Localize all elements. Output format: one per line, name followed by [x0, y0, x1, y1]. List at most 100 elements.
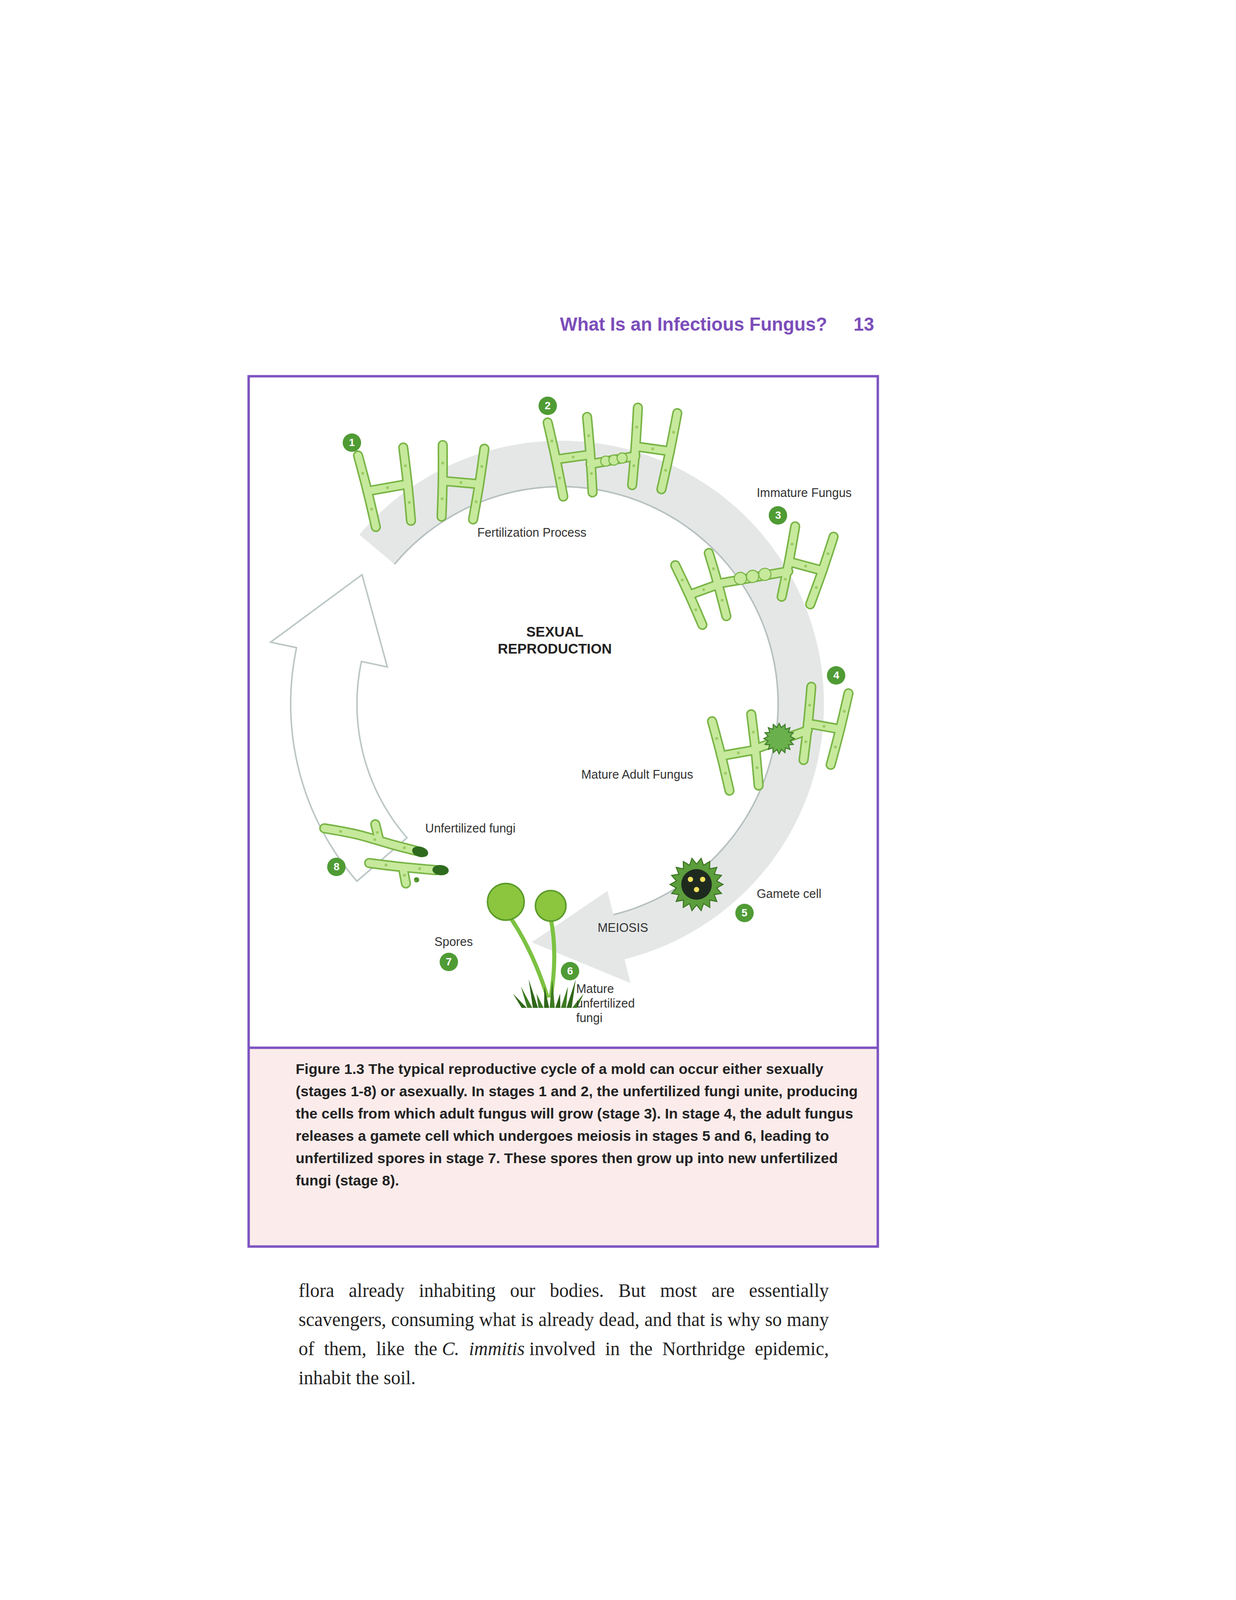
sporangium	[487, 883, 525, 920]
cycle-arrow-edge	[394, 486, 778, 915]
hypha-dot	[715, 736, 719, 740]
species-name: C. immitis	[442, 1337, 525, 1359]
hypha-dot	[751, 730, 755, 734]
hypha-stage-3	[675, 526, 834, 625]
hypha-outline	[324, 827, 416, 851]
hypha-fill	[375, 824, 380, 841]
hypha-dot	[402, 845, 406, 849]
hypha-fill	[635, 446, 670, 452]
hypha-outline	[402, 866, 406, 884]
cycle-arrow	[359, 440, 824, 983]
hypha-dot	[783, 577, 787, 581]
hypha-fill	[402, 866, 406, 884]
hypha-dot	[558, 476, 562, 480]
nucleus-dot	[687, 876, 694, 882]
hypha-dot	[440, 497, 444, 501]
hypha-outline	[635, 446, 670, 452]
fusion-bead	[758, 568, 771, 581]
hypha-fill	[721, 749, 756, 756]
hypha-outline	[789, 561, 823, 571]
hypha-fill	[789, 561, 823, 571]
callout-number: 8	[327, 857, 346, 876]
hypha-dot	[589, 472, 593, 476]
hypha-stage-8	[324, 824, 437, 884]
spore	[414, 876, 420, 883]
hypha-dot	[808, 703, 811, 707]
nucleus-dot	[699, 876, 706, 882]
hypha-dot	[376, 830, 380, 834]
hypha-dot	[441, 461, 444, 465]
hypha-dot	[386, 486, 390, 490]
hypha-dot	[418, 867, 422, 871]
grass-blade	[549, 979, 555, 1008]
hypha-dot	[571, 455, 575, 459]
hypha-tip	[431, 864, 449, 876]
hypha-fill	[689, 584, 718, 595]
hypha-dot	[826, 552, 830, 555]
callout-number: 1	[342, 433, 362, 452]
stage-label: Unfertilized fungi	[425, 821, 516, 836]
hypha-outline	[808, 723, 840, 729]
hypha-dot	[814, 586, 818, 589]
figure-caption: Figure 1.3 The typical reproductive cycl…	[295, 1057, 858, 1192]
hypha-outline	[442, 480, 479, 485]
frame-divider	[248, 1046, 878, 1049]
hypha-outline	[721, 749, 756, 756]
grass-blade	[528, 979, 539, 1008]
stage-label: Gamete cell	[756, 886, 822, 901]
hypha-dot	[339, 829, 343, 833]
nucleus-dot	[694, 886, 700, 892]
gamete-cell-wall	[669, 857, 723, 911]
hypha-dot	[361, 471, 365, 475]
fusion-bead	[734, 571, 747, 585]
hypha-dot	[402, 873, 406, 877]
hypha-dot	[834, 745, 838, 749]
grass-blade	[566, 979, 576, 1008]
fusion-bead	[617, 452, 628, 463]
hypha-dot	[804, 564, 808, 568]
fusion-bead	[746, 570, 759, 583]
hypha-fill	[808, 723, 840, 729]
hypha-tip	[411, 844, 430, 859]
callout-number: 3	[768, 506, 788, 525]
callout-number: 7	[439, 952, 459, 971]
hypha-stage-4	[712, 686, 849, 791]
stage-label: Immature Fungus	[756, 485, 852, 500]
gamete-cell-core	[681, 869, 712, 900]
stage-label: MEIOSIS	[597, 919, 649, 935]
hypha-dot	[720, 598, 724, 602]
stage-label: Mature unfertilized fungi	[576, 981, 635, 1025]
running-header: What Is an Infectious Fungus?	[559, 314, 827, 335]
hypha-outline	[689, 584, 718, 595]
hypha-dot	[724, 771, 728, 775]
hypha-dot	[842, 709, 846, 713]
callout-number: 6	[560, 961, 580, 981]
caption-panel	[248, 1047, 878, 1247]
body-paragraph: flora already inhabiting our bodies. But…	[298, 1275, 829, 1393]
hypha-dot	[790, 542, 794, 546]
center-title: SEXUAL REPRODUCTION	[497, 623, 612, 658]
spore	[413, 876, 420, 882]
grass-blade	[555, 993, 561, 1008]
callout-number: 5	[735, 903, 754, 922]
hypha-dot	[373, 838, 377, 841]
hypha-stage-1b	[440, 444, 485, 520]
hypha-dot	[404, 464, 408, 468]
hypha-fill	[442, 480, 479, 485]
zygospore	[763, 723, 795, 754]
hypha-dot	[804, 740, 808, 744]
hypha-outline	[555, 454, 591, 460]
hypha-dot	[407, 500, 411, 504]
page-number: 13	[853, 314, 874, 335]
hypha-stage-1a	[358, 447, 412, 527]
hypha-dot	[681, 578, 684, 582]
spore	[413, 877, 419, 883]
hypha-fill	[324, 827, 416, 851]
hypha-fill	[367, 483, 408, 492]
hypha-dot	[822, 724, 826, 728]
hypha-dot	[587, 434, 591, 438]
stage-label: Mature Adult Fungus	[581, 766, 694, 781]
hypha-dot	[480, 464, 484, 468]
